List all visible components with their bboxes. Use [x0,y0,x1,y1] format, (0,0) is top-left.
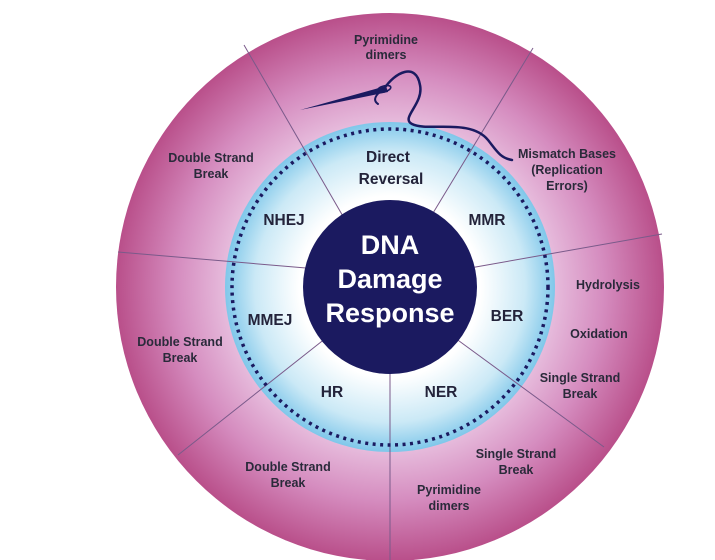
damage-oxidation: Oxidation [570,327,628,341]
method-ber: BER [491,308,524,325]
method-nhej: NHEJ [263,212,304,229]
damage-pyrimidine-dimers-top-line-1: Pyrimidine [354,33,418,47]
method-mmej: MMEJ [248,312,293,329]
damage-mismatch-bases-line-1: Mismatch Bases [518,147,616,161]
damage-double-strand-break-nhej-line-1: Double Strand [168,151,253,165]
damage-double-strand-break-hr-line-2: Break [271,476,306,490]
method-ner: NER [425,384,458,401]
damage-hydrolysis: Hydrolysis [576,278,640,292]
damage-single-strand-break-ber-line-2: Break [563,387,598,401]
method-mmr: MMR [468,212,505,229]
damage-mismatch-bases-line-2: (Replication [531,163,603,177]
divider-hr-mmej [177,337,327,456]
divider-ber-ner [454,337,605,448]
method-hr: HR [321,384,343,401]
damage-pyrimidine-dimers-bottom-line-2: dimers [429,499,470,513]
core-circle [303,200,477,374]
method-direct-reversal-line-1: Direct [366,149,410,166]
damage-double-strand-break-mmej-line-2: Break [163,351,198,365]
center-title-line-1: DNA [361,230,420,260]
center-title-line-2: Damage [337,264,442,294]
divider-mmr-ber [469,233,663,269]
damage-pyrimidine-dimers-bottom-line-1: Pyrimidine [417,483,481,497]
divider-direct-nhej [243,44,345,219]
damage-single-strand-break-ber-line-1: Single Strand [540,371,621,385]
method-direct-reversal-line-2: Reversal [359,171,424,188]
divider-mmej-nhej [117,251,307,269]
needle-and-thread-icon [300,70,514,162]
center-title-line-3: Response [325,298,454,328]
damage-pyrimidine-dimers-top-line-2: dimers [366,48,407,62]
damage-single-strand-break-ner-line-1: Single Strand [476,447,557,461]
damage-double-strand-break-nhej-line-2: Break [194,167,229,181]
dotted-boundary [230,127,550,447]
damage-double-strand-break-mmej-line-1: Double Strand [137,335,222,349]
sector-dividers [117,44,663,560]
damage-single-strand-break-ner-line-2: Break [499,463,534,477]
damage-double-strand-break-hr-line-1: Double Strand [245,460,330,474]
damage-mismatch-bases-line-3: Errors) [546,179,588,193]
